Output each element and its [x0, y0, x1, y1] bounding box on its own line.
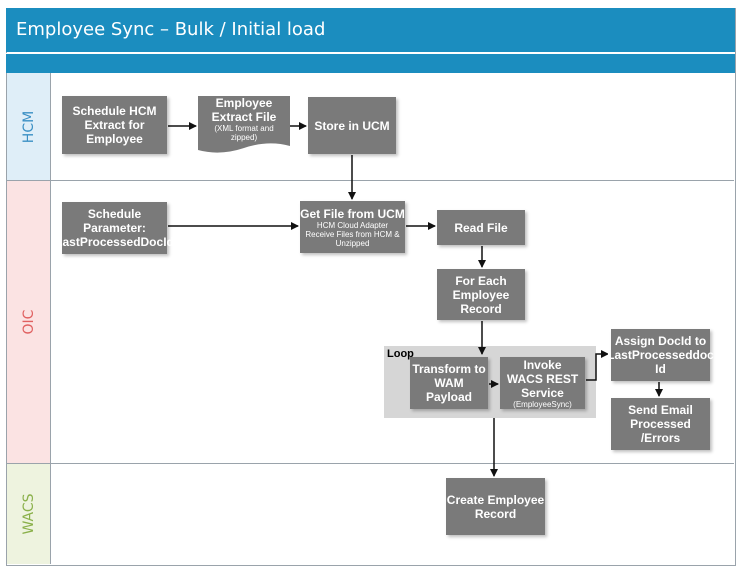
node-create-employee-record[interactable]: Create Employee Record	[446, 478, 545, 535]
arrow-invoke-to-assign	[586, 350, 609, 381]
title-bar: Employee Sync – Bulk / Initial load	[6, 8, 735, 52]
node-read-file[interactable]: Read File	[437, 210, 525, 245]
lane-label-wacs: WACS	[7, 464, 51, 564]
diagram-title: Employee Sync – Bulk / Initial load	[16, 19, 326, 40]
node-schedule-hcm-extract[interactable]: Schedule HCM Extract for Employee	[62, 96, 167, 154]
lane-label-oic: OIC	[7, 181, 51, 464]
node-store-in-ucm[interactable]: Store in UCM	[308, 97, 396, 154]
node-send-email[interactable]: Send Email Processed /Errors	[611, 398, 710, 450]
node-assign-docid[interactable]: Assign DocId to LastProcesseddoc Id	[607, 329, 714, 381]
node-schedule-parameter[interactable]: Schedule Parameter: LastProcessedDocId	[55, 202, 174, 254]
lane-wacs	[51, 464, 734, 564]
node-transform-to-wam[interactable]: Transform to WAM Payload	[410, 357, 488, 409]
node-for-each-employee[interactable]: For Each Employee Record	[437, 269, 525, 320]
loop-label: Loop	[387, 348, 414, 360]
node-invoke-wacs-rest[interactable]: Invoke WACS REST Service (EmployeeSync)	[500, 357, 585, 409]
title-sub-bar	[6, 53, 735, 73]
node-employee-extract-file[interactable]: Employee Extract File (XML format and zi…	[211, 96, 277, 142]
lane-label-hcm: HCM	[7, 73, 51, 181]
node-get-file-from-ucm[interactable]: Get File from UCM HCM Cloud Adapter Rece…	[300, 201, 405, 253]
extract-file-shape	[198, 96, 290, 153]
